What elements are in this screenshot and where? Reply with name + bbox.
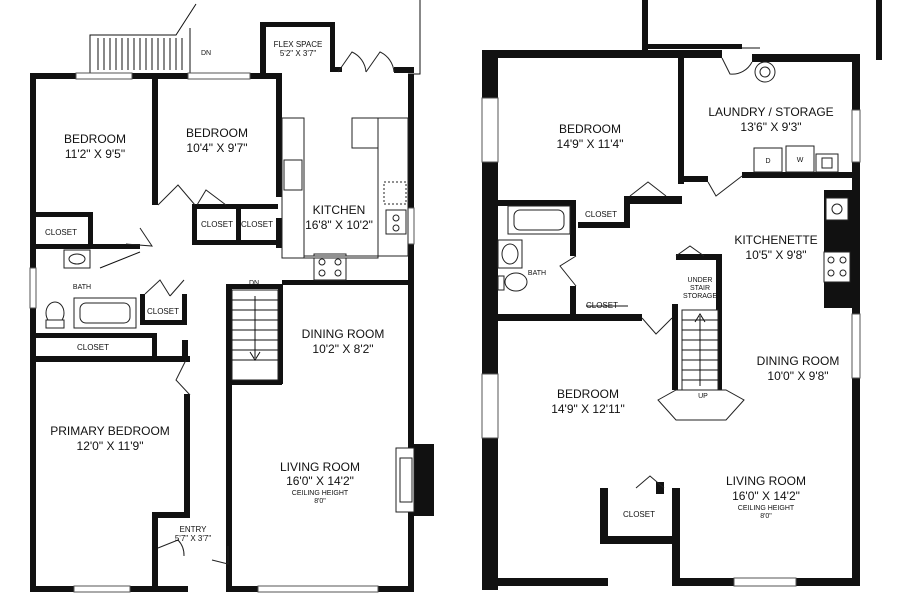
lower-stair (657, 309, 745, 421)
lower-living-height: 8'0" (760, 513, 772, 520)
window-living (257, 585, 379, 593)
living-room-height: 8'0" (314, 498, 326, 505)
inner-stair-dn-label: DN (249, 280, 259, 287)
main-floor-interior-walls (30, 73, 434, 586)
living-room-name: LIVING ROOM (280, 460, 360, 474)
kitchen-name: KITCHEN (313, 203, 366, 217)
bedroom-top-dims: 14'9" X 11'4" (557, 137, 624, 151)
under-stair-line2: STAIR (690, 285, 710, 292)
living-room-ceiling: CEILING HEIGHT (292, 490, 349, 497)
window-primary (73, 585, 131, 593)
laundry-dims: 13'6" X 9'3" (740, 120, 801, 134)
bedroom-b-name: BEDROOM (186, 126, 248, 140)
dining-room-name: DINING ROOM (302, 327, 385, 341)
kitchenette-fixtures (823, 197, 851, 283)
closet-d-label: CLOSET (147, 307, 179, 316)
closet-top-label: CLOSET (585, 210, 617, 219)
flex-space-dims: 5'2" X 3'7" (280, 49, 316, 58)
laundry-fixtures (753, 61, 839, 173)
entry-dims: 5'7" X 3'7" (175, 534, 211, 543)
fireplace (395, 447, 415, 513)
flex-space-name: FLEX SPACE (274, 40, 323, 49)
window-kitchen (407, 207, 415, 245)
kitchenette-name: KITCHENETTE (734, 233, 817, 247)
stair-up-label: UP (698, 393, 708, 400)
entry-name: ENTRY (180, 525, 208, 534)
bedroom-bottom-dims: 14'9" X 12'11" (551, 402, 625, 416)
window-bedroom-bottom (481, 373, 499, 439)
lower-bath-fixtures (497, 205, 628, 307)
primary-bedroom-dims: 12'0" X 11'9" (77, 439, 144, 453)
laundry-name: LAUNDRY / STORAGE (708, 105, 833, 119)
lower-level-exterior-outline (642, 0, 882, 60)
dining-room-dims: 10'2" X 8'2" (312, 342, 373, 356)
deck-outline (89, 0, 421, 75)
lower-level-plan: D W (481, 0, 882, 590)
closet-bottom-label: CLOSET (623, 510, 655, 519)
bedroom-a-name: BEDROOM (64, 132, 126, 146)
window-dining (851, 313, 861, 379)
deck-stair-dn-label: DN (201, 50, 211, 57)
lower-living-dims: 16'0" X 14'2" (732, 489, 800, 503)
lower-living-ceiling: CEILING HEIGHT (738, 505, 795, 512)
lower-living-name: LIVING ROOM (726, 474, 806, 488)
bedroom-bottom-name: BEDROOM (557, 387, 619, 401)
window-bath (29, 267, 37, 309)
window-laundry (851, 109, 861, 163)
main-stair (231, 289, 279, 381)
window-bedroom-top (481, 97, 499, 163)
bath-label: BATH (73, 284, 91, 291)
lower-dining-dims: 10'0" X 9'8" (767, 369, 828, 383)
lower-level-doors (559, 57, 753, 489)
bedroom-b-dims: 10'4" X 9'7" (186, 141, 247, 155)
primary-bedroom-name: PRIMARY BEDROOM (50, 424, 170, 438)
closet-mid-label: CLOSET (586, 301, 618, 310)
kitchenette-dims: 10'5" X 9'8" (745, 248, 806, 262)
window-bedroom-b (187, 72, 251, 80)
lower-bath-label: BATH (528, 270, 546, 277)
window-bedroom-a (75, 72, 133, 80)
living-room-dims: 16'0" X 14'2" (286, 474, 354, 488)
closet-b-label: CLOSET (201, 220, 233, 229)
main-floor-doors (125, 51, 395, 565)
kitchen-fixtures (281, 117, 409, 281)
dryer-label: D (765, 158, 770, 165)
lower-dining-name: DINING ROOM (757, 354, 840, 368)
main-bath-fixtures (45, 249, 141, 329)
kitchen-dims: 16'8" X 10'2" (305, 218, 373, 232)
window-living-lower (733, 577, 797, 587)
under-stair-line3: STORAGE (683, 293, 717, 300)
main-floor-plan: DN (29, 0, 434, 593)
closet-e-label: CLOSET (77, 343, 109, 352)
closet-a-label: CLOSET (45, 228, 77, 237)
closet-c-label: CLOSET (241, 220, 273, 229)
washer-label: W (797, 157, 804, 164)
under-stair-line1: UNDER (688, 277, 713, 284)
bedroom-a-dims: 11'2" X 9'5" (65, 147, 125, 161)
bedroom-top-name: BEDROOM (559, 122, 621, 136)
